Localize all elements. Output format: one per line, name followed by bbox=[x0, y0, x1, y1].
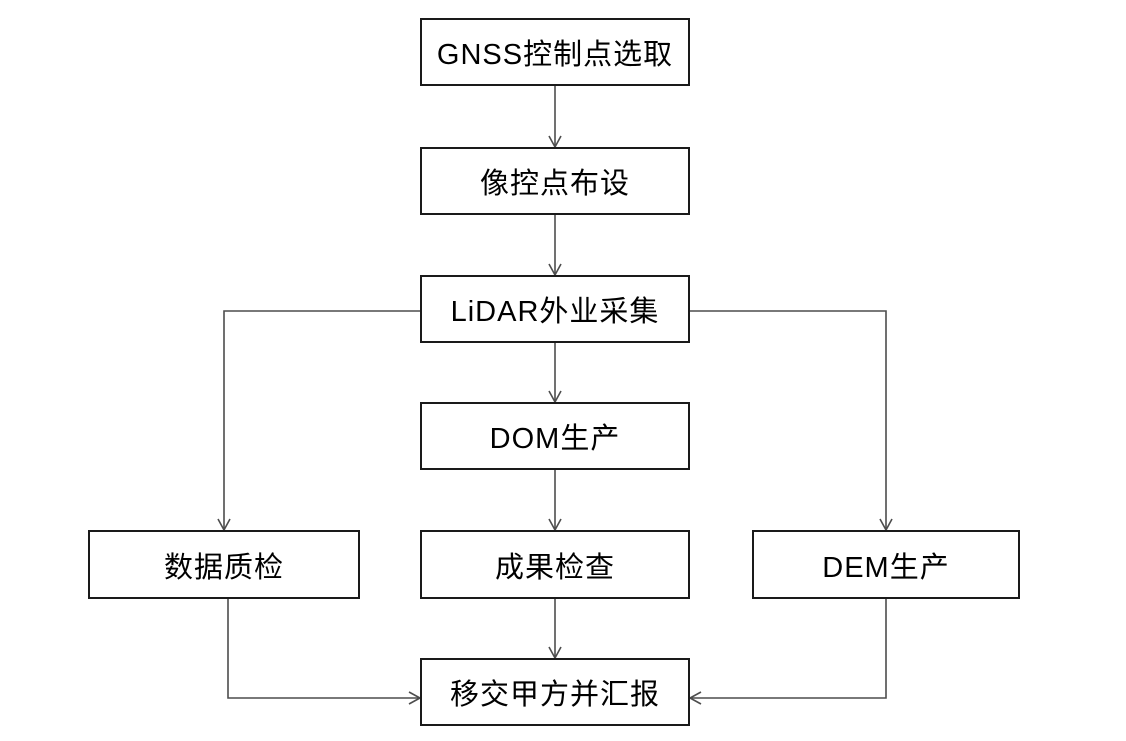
edge-dom-to-result-inspection bbox=[548, 470, 562, 532]
edge-data-quality-check-to-handover bbox=[227, 599, 422, 705]
edge-lidar-to-dom bbox=[548, 343, 562, 404]
flow-node-lidar-field-collection: LiDAR外业采集 bbox=[420, 275, 690, 343]
edge-lidar-to-dem bbox=[690, 310, 893, 532]
flow-node-result-inspection: 成果检查 bbox=[420, 530, 690, 599]
edge-result-inspection-to-handover bbox=[548, 599, 562, 660]
flow-node-label: 数据质检 bbox=[163, 551, 284, 584]
flow-node-label: DOM生产 bbox=[489, 423, 621, 455]
edge-dem-to-handover bbox=[688, 599, 887, 705]
flow-node-gnss-control-point-selection: GNSS控制点选取 bbox=[420, 18, 690, 86]
flow-node-dom-production: DOM生产 bbox=[420, 402, 690, 470]
edge-gnss-to-image-control bbox=[548, 86, 562, 149]
flow-node-label: 移交甲方并汇报 bbox=[449, 679, 660, 711]
edge-image-control-to-lidar bbox=[548, 215, 562, 277]
edge-lidar-to-data-quality-check bbox=[217, 310, 420, 532]
flow-node-label: LiDAR外业采集 bbox=[450, 296, 660, 328]
flow-node-image-control-point-layout: 像控点布设 bbox=[420, 147, 690, 215]
flow-node-data-quality-check: 数据质检 bbox=[88, 530, 360, 599]
flow-node-label: DEM生产 bbox=[822, 551, 950, 584]
flow-node-label: GNSS控制点选取 bbox=[436, 39, 674, 71]
flow-node-dem-production: DEM生产 bbox=[752, 530, 1020, 599]
flow-node-label: 像控点布设 bbox=[479, 168, 630, 200]
flow-node-label: 成果检查 bbox=[494, 551, 615, 584]
flow-node-handover-to-client-and-report: 移交甲方并汇报 bbox=[420, 658, 690, 726]
